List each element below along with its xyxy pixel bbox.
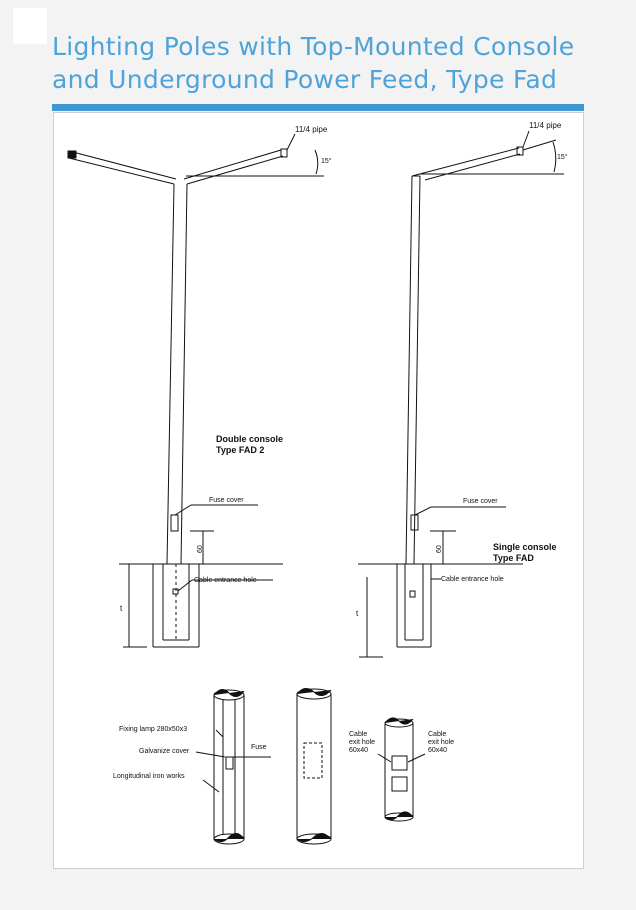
angle-arc: [314, 149, 319, 175]
single-angle-slope: [522, 139, 557, 151]
single-fuse-leader: [414, 506, 432, 516]
shaft-right: [180, 183, 188, 565]
detail1-bottom-break: [213, 833, 245, 843]
drawing-sheet: [53, 112, 584, 869]
single-fuse-cover: [410, 514, 419, 531]
fixing-leader: [215, 729, 224, 738]
single-arm-bottom: [424, 153, 521, 181]
single-cable-hole: [409, 590, 416, 598]
detail3-hole-bottom: [391, 776, 408, 792]
exit-left-line1: Cable: [349, 731, 367, 738]
double-fuse-label: Fuse cover: [209, 497, 244, 504]
double-dim-label: 60: [197, 545, 204, 553]
double-angle-label: 15°: [321, 157, 332, 165]
technical-drawing: 11/4 pipe 15° Double console Type FAD 2 …: [67, 121, 568, 845]
exit-left-leader: [377, 753, 392, 763]
double-caption-line2: Type FAD 2: [216, 445, 264, 455]
double-caption-line1: Double console: [216, 434, 283, 444]
title-rule: [52, 104, 584, 111]
detail1-fuse-block: [225, 756, 234, 770]
single-cable-label: Cable entrance hole: [441, 576, 504, 583]
exit-right-line1: Cable: [428, 731, 446, 738]
left-arm: [68, 150, 177, 180]
exit-right-leader: [407, 753, 426, 763]
galvanize-leader: [195, 751, 226, 758]
fixing-label: Fixing lamp 280x50x3: [119, 726, 187, 733]
single-angle-label: 15°: [557, 153, 568, 161]
fuse-leader: [174, 504, 192, 516]
single-shaft-right: [413, 175, 421, 565]
galvanize-label: Galvanize cover: [139, 748, 190, 755]
exit-left-line2: exit hole: [349, 739, 375, 746]
single-console-pole: [358, 130, 564, 658]
single-pipe-label: 11/4 pipe: [529, 121, 562, 130]
cable-leader: [177, 579, 193, 592]
detail2-bottom-break: [296, 833, 332, 843]
detail-cable-exit: [377, 717, 426, 822]
title-line-1: Lighting Poles with Top-Mounted Console: [52, 32, 575, 61]
single-arm-top: [411, 147, 520, 177]
exit-right-line2: exit hole: [428, 739, 454, 746]
shaft-left: [166, 183, 175, 565]
iron-leader: [202, 779, 220, 793]
cable-hole: [172, 588, 179, 595]
detail-fixing-section: [195, 689, 271, 845]
detail3-hole-top: [391, 755, 408, 771]
single-pipe-leader: [522, 130, 530, 148]
exit-left-line3: 60x40: [349, 747, 368, 754]
detail1-top-break: [213, 689, 245, 697]
right-arm: [183, 149, 282, 180]
pipe-leader: [286, 133, 296, 151]
single-caption-line2: Type FAD: [493, 553, 534, 563]
fuse-cover: [170, 514, 179, 532]
double-cable-label: Cable entrance hole: [194, 577, 257, 584]
left-arm-lower: [68, 157, 175, 185]
exit-right-line3: 60x40: [428, 747, 447, 754]
single-arm-end: [516, 146, 524, 156]
single-depth-label: t: [356, 609, 359, 618]
detail-fuse-label: Fuse: [251, 744, 267, 751]
single-caption-line1: Single console: [493, 542, 557, 552]
double-depth-label: t: [120, 604, 123, 613]
right-arm-lower: [186, 155, 284, 185]
detail2-door: [303, 742, 323, 779]
single-fuse-label: Fuse cover: [463, 498, 498, 505]
double-console-pole: [67, 133, 324, 648]
left-arm-cap: [67, 150, 77, 159]
page-title: Lighting Poles with Top-Mounted Console …: [52, 30, 632, 96]
corner-box: [13, 8, 47, 44]
iron-label: Longitudinal iron works: [113, 773, 185, 780]
single-dim-label: 60: [436, 545, 443, 553]
detail3-bottom-break: [384, 811, 414, 821]
drawing-labels: 11/4 pipe 15° Double console Type FAD 2 …: [113, 121, 568, 780]
title-line-2: and Underground Power Feed, Type Fad: [52, 65, 558, 94]
detail-door-section: [296, 688, 332, 845]
single-angle-arc: [552, 141, 557, 173]
right-arm-end: [280, 148, 288, 158]
detail2-top-break: [296, 688, 332, 696]
double-pipe-label: 11/4 pipe: [295, 125, 328, 134]
detail3-top-break: [384, 717, 414, 725]
single-shaft-left: [405, 175, 413, 565]
